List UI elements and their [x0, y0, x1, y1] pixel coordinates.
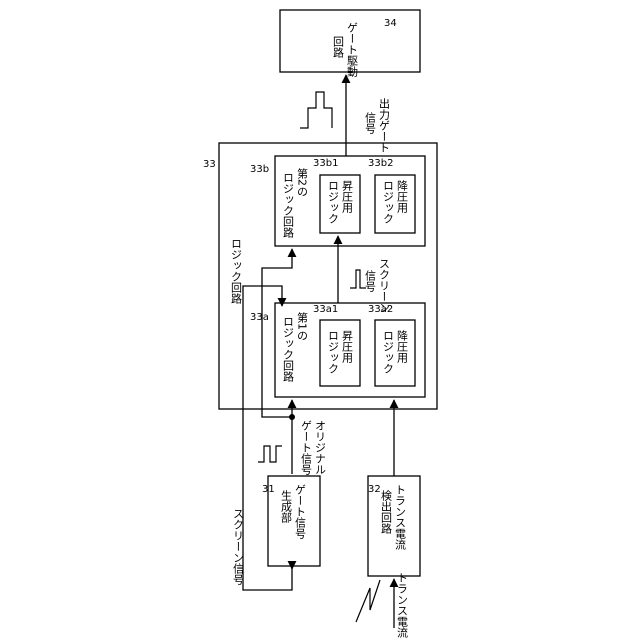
first-logic-ref: 33a: [250, 312, 269, 323]
buck-logic-2-label-1: 降圧用: [396, 179, 409, 214]
original-gate-waveform: [258, 446, 282, 462]
boost-logic-1-label-2: ロジック: [327, 330, 340, 374]
logic-circuit-label: ロジック回路: [230, 238, 243, 305]
boost-logic-2-label-2: ロジック: [327, 180, 340, 224]
buck-logic-2-ref: 33b2: [368, 158, 393, 169]
original-label-1: オリジナル: [314, 420, 327, 475]
original-label-2: ゲート信号: [300, 420, 313, 476]
trans-det-label-1: トランス電流: [394, 484, 407, 550]
screen-label-2: 信号: [364, 270, 377, 293]
gate-drive-ref: 34: [384, 18, 397, 29]
boost-logic-2-label-1: 昇圧用: [341, 180, 354, 214]
buck-logic-1-label-2: ロジック: [382, 330, 395, 374]
first-logic-label-1: 第1の: [296, 311, 309, 341]
gate-drive-label-1: ゲート駆動: [346, 22, 359, 78]
trans-det-label-2: 検出回路: [380, 489, 393, 535]
buck-logic-1-ref: 33a2: [368, 304, 393, 315]
second-logic-label-1: 第2の: [296, 167, 309, 197]
output-gate-label-1: 出力ゲート: [378, 97, 391, 153]
screen-signal-label: スクリーン信号: [232, 508, 245, 586]
trans-current-waveform: [356, 580, 380, 622]
gate-gen-label-2: 生成部: [280, 489, 293, 523]
gate-gen-label-1: ゲート信号: [294, 484, 307, 540]
boost-logic-1-label-1: 昇圧用: [341, 330, 354, 364]
boost-logic-2-ref: 33b1: [313, 158, 338, 169]
buck-logic-2-label-2: ロジック: [382, 180, 395, 224]
second-logic-ref: 33b: [250, 164, 269, 175]
logic-circuit-ref: 33: [203, 159, 216, 170]
boost-logic-1-ref: 33a1: [313, 304, 338, 315]
output-gate-waveform: [300, 92, 332, 128]
first-logic-label-2: ロジック回路: [282, 316, 295, 383]
buck-logic-1-label-1: 降圧用: [396, 329, 409, 364]
gate-drive-label-2: 回路: [332, 36, 345, 59]
second-logic-label-2: ロジック回路: [282, 172, 295, 239]
gate-signal-gen-ref: 31: [262, 484, 275, 495]
trans-current-label: トランス電流: [396, 572, 409, 638]
output-gate-label-2: 信号: [364, 112, 377, 135]
